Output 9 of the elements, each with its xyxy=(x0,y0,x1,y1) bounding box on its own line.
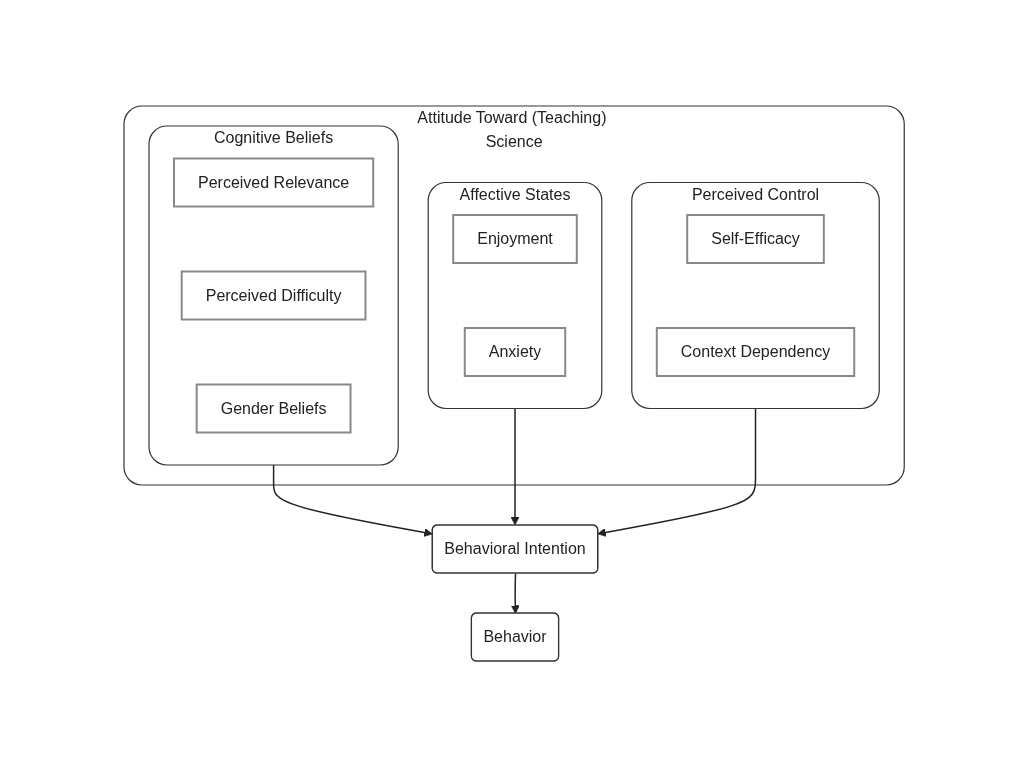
node-box: Perceived Relevance xyxy=(173,157,375,207)
node-box: Anxiety xyxy=(464,326,567,377)
node-box: Enjoyment xyxy=(452,213,579,264)
node-box: Self-Efficacy xyxy=(686,213,826,264)
arrow xyxy=(511,407,520,525)
node-box: Perceived Difficulty xyxy=(181,270,367,320)
arrow xyxy=(511,572,521,614)
node-box: Context Dependency xyxy=(656,326,856,377)
node-box: Gender Beliefs xyxy=(196,383,352,433)
